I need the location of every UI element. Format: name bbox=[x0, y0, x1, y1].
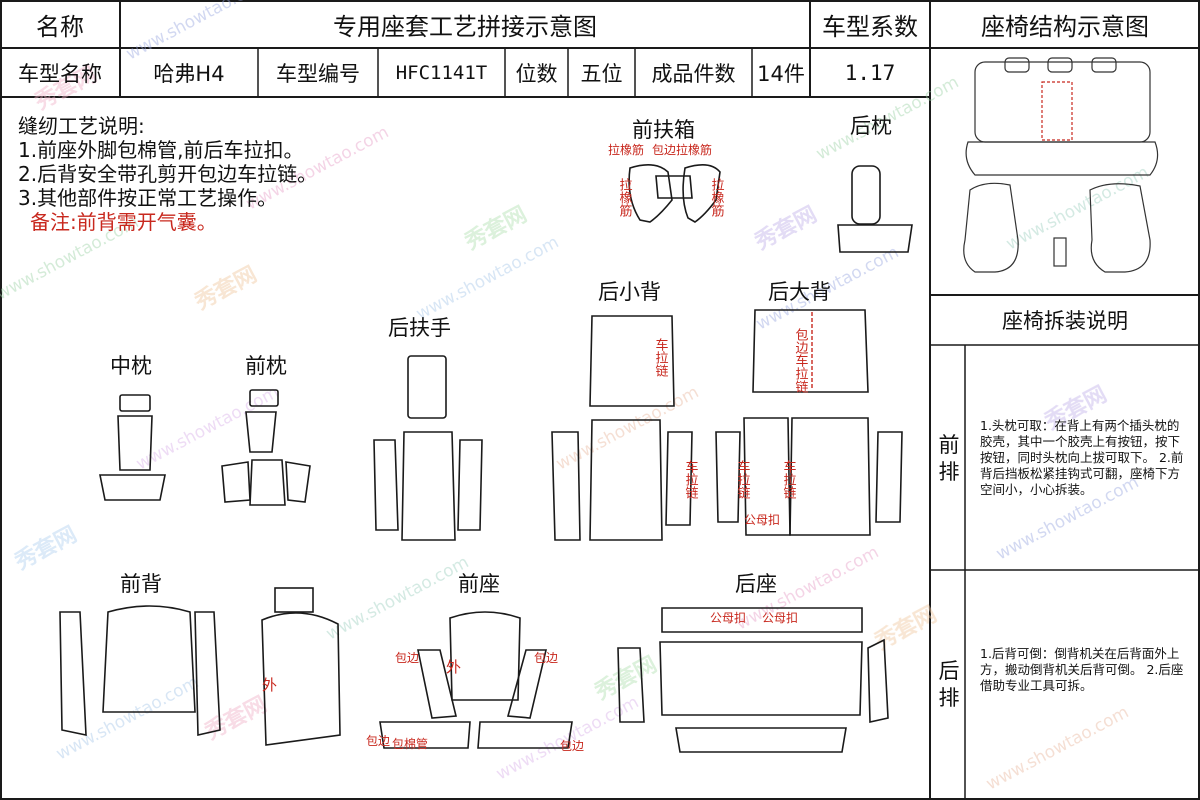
annotation-label: 包边 bbox=[652, 143, 676, 157]
front-seat-pattern bbox=[379, 611, 573, 749]
part-title-rear-armrest: 后扶手 bbox=[388, 316, 451, 340]
watermark-brand-text: 秀套网 bbox=[10, 521, 81, 575]
annotation-label: 外 bbox=[262, 676, 277, 694]
part-title-middle-pillow: 中枕 bbox=[110, 354, 152, 378]
front-row-instructions: 1.头枕可取：在背上有两个插头枕的胶壳，其中一个胶壳上有按钮，按下按钮，同时头枕… bbox=[980, 418, 1184, 497]
parts-label: 成品件数 bbox=[651, 61, 736, 86]
part-title-rear-seat: 后座 bbox=[735, 572, 777, 596]
disassembly-title: 座椅拆装说明 bbox=[1002, 309, 1128, 333]
annotation-label: 车拉链 bbox=[683, 459, 699, 500]
notes-title: 缝纫工艺说明: bbox=[18, 114, 145, 138]
coefficient-label: 车型系数 bbox=[822, 12, 918, 41]
coefficient-value: 1.17 bbox=[844, 60, 896, 85]
front-pillow-pattern bbox=[221, 389, 311, 506]
notes-item: 3.其他部件按正常工艺操作。 bbox=[18, 186, 278, 210]
watermark-text: www.showtao.com bbox=[1003, 162, 1152, 254]
part-title-rear-small-back: 后小背 bbox=[598, 280, 661, 304]
annotation-label: 公母扣 bbox=[710, 611, 746, 625]
parts-value: 14件 bbox=[757, 61, 805, 86]
annotation-label: 拉橡筋 bbox=[608, 142, 644, 157]
part-title-front-pillow: 前枕 bbox=[245, 354, 287, 378]
part-title-rear-pillow: 后枕 bbox=[850, 114, 892, 138]
notes-remark: 备注:前背需开气囊。 bbox=[30, 210, 217, 234]
front-row-label: 前排 bbox=[934, 432, 964, 486]
annotation-label: 包边 bbox=[534, 651, 558, 665]
annotation-label: 外 bbox=[446, 658, 461, 676]
model-code-label: 车型编号 bbox=[276, 61, 360, 86]
part-title-rear-big-back: 后大背 bbox=[768, 280, 831, 304]
front-row-label-text: 前排 bbox=[938, 433, 960, 484]
model-code-value: HFC1141T bbox=[395, 61, 488, 84]
rear-small-back-pattern bbox=[551, 315, 693, 541]
watermark-text: www.showtao.com bbox=[983, 702, 1132, 794]
seats-value: 五位 bbox=[580, 61, 623, 86]
part-title-front-seat: 前座 bbox=[458, 572, 500, 596]
watermark-brand-text: 秀套网 bbox=[200, 691, 271, 745]
annotation-label: 拉橡筋 bbox=[709, 178, 725, 217]
middle-pillow-pattern bbox=[99, 394, 166, 501]
annotation-label: 拉橡筋 bbox=[617, 178, 633, 217]
annotation-label: 拉橡筋 bbox=[676, 142, 712, 157]
rear-armrest-pattern bbox=[373, 355, 483, 541]
notes-item: 2.后背安全带孔剪开包边车拉链。 bbox=[18, 162, 318, 186]
annotation-label: 公母扣 bbox=[762, 611, 798, 625]
watermark-brand-text: 秀套网 bbox=[460, 201, 531, 255]
annotation-label: 包边 bbox=[560, 739, 584, 753]
annotation-label: 包边 bbox=[395, 651, 419, 665]
annotation-label: 包边车拉链 bbox=[793, 328, 809, 394]
seat-structure-illustration bbox=[963, 57, 1159, 273]
sewing-notes: 缝纫工艺说明: 1.前座外脚包棉管,前后车拉扣。 2.后背安全带孔剪开包边车拉链… bbox=[18, 114, 317, 234]
rear-seat-pattern bbox=[617, 607, 889, 753]
annotation-label: 车拉链 bbox=[653, 337, 669, 378]
seat-structure-title: 座椅结构示意图 bbox=[981, 12, 1149, 41]
rear-row-label-text: 后排 bbox=[938, 659, 960, 710]
annotation-label: 车拉链 bbox=[781, 459, 797, 500]
page-title: 专用座套工艺拼接示意图 bbox=[333, 12, 597, 41]
annotation-label: 车拉链 bbox=[735, 459, 751, 500]
name-label: 名称 bbox=[36, 12, 84, 41]
watermark-brand-text: 秀套网 bbox=[750, 201, 821, 255]
rear-big-back-pattern bbox=[715, 309, 903, 536]
watermark-brand-text: 秀套网 bbox=[190, 261, 261, 315]
watermark-text: www.showtao.com bbox=[553, 382, 702, 474]
front-armrest-pattern bbox=[628, 164, 721, 223]
rear-row-instructions: 1.后背可倒：倒背机关在后背面外上方，搬动倒背机关后背可倒。 2.后座借助专业工… bbox=[980, 646, 1184, 693]
notes-item: 1.前座外脚包棉管,前后车拉扣。 bbox=[18, 138, 304, 162]
annotation-label: 包边 bbox=[366, 734, 390, 748]
seats-label: 位数 bbox=[515, 61, 558, 86]
construction-annotations: 拉橡筋 包边 拉橡筋 拉橡筋 拉橡筋 车拉链 包边车拉链 车拉链 车拉链 车拉链… bbox=[262, 142, 808, 753]
rear-pillow-pattern bbox=[837, 165, 913, 253]
watermark-text: www.showtao.com bbox=[53, 672, 202, 764]
part-title-front-back: 前背 bbox=[120, 572, 162, 596]
annotation-label: 公母扣 bbox=[744, 513, 780, 527]
rear-row-label: 后排 bbox=[934, 658, 964, 712]
part-title-front-armrest: 前扶箱 bbox=[632, 118, 695, 142]
model-name-value: 哈弗H4 bbox=[153, 61, 225, 86]
annotation-label: 包棉管 bbox=[392, 736, 428, 751]
model-name-label: 车型名称 bbox=[18, 61, 102, 86]
front-back-pattern bbox=[59, 587, 341, 746]
